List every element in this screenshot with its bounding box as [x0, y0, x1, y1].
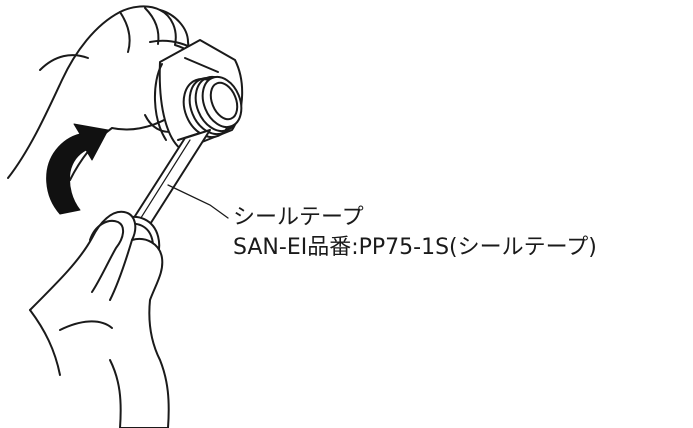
callout-part-number: SAN-EI品番:PP75-1S(シールテープ)	[233, 235, 597, 260]
callout-leader-line	[167, 184, 229, 219]
curved-arrow-icon	[46, 123, 109, 215]
lower-hand	[29, 210, 170, 428]
threaded-pipe	[154, 39, 244, 151]
callout-label: シールテープ	[233, 205, 364, 230]
